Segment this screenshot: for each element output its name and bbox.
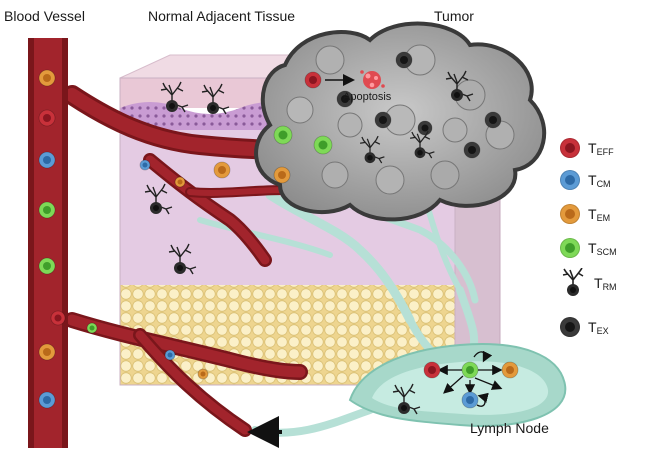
tumor-cell-ex-nucleus	[468, 146, 476, 154]
vessel-cell-scm-nucleus	[43, 206, 51, 214]
vessel-cell-eff-nucleus	[54, 314, 62, 322]
lymph-cell-em-nucleus	[506, 366, 514, 374]
tumor-cell-ex-nucleus	[421, 124, 429, 132]
tumor-cell-scm-nucleus	[318, 140, 328, 150]
resident-memory-cell	[445, 70, 474, 102]
lymph-cell-cm-nucleus	[466, 396, 474, 404]
legend-item-scm: TSCM	[560, 233, 617, 263]
cell-dot-icon	[560, 138, 580, 158]
tumor-cell-ex-nucleus	[379, 116, 387, 124]
tumor-cell-eff-nucleus	[309, 76, 317, 84]
legend-label: TEM	[588, 205, 611, 223]
tissue-cell-em-nucleus	[218, 166, 226, 174]
tissue-cell-em-nucleus	[278, 171, 286, 179]
resident-memory-cell	[392, 383, 421, 415]
tissue-cell-scm-nucleus	[278, 130, 288, 140]
legend-item-rm: TRM	[560, 268, 617, 298]
legend-item-eff: TEFF	[560, 133, 614, 163]
cell-dot-icon	[560, 238, 580, 258]
branch-cell-em-nucleus	[200, 371, 206, 377]
lymph-cell-eff-nucleus	[428, 366, 436, 374]
vessel-cell-cm-nucleus	[43, 156, 51, 164]
vessel-cell-em-nucleus	[43, 74, 51, 82]
vessel-cell-eff-nucleus	[43, 114, 51, 122]
tumor-cell-ex-nucleus	[489, 116, 497, 124]
legend-label: TSCM	[588, 239, 617, 257]
cell-dot-icon	[560, 317, 580, 337]
tumor-label: Tumor	[434, 8, 474, 24]
resident-memory-cell	[359, 135, 385, 164]
legend-item-cm: TCM	[560, 165, 611, 195]
cell-dot-icon	[560, 204, 580, 224]
blood-vessel-label: Blood Vessel	[4, 8, 85, 24]
cell-dot-icon	[560, 170, 580, 190]
tumor-cell-ex-nucleus	[400, 56, 408, 64]
legend-label: TRM	[594, 274, 617, 292]
resident-memory-cell-icon	[562, 268, 584, 296]
tumor-mass	[254, 21, 547, 222]
lymph-cell-scm-nucleus	[466, 366, 474, 374]
apoptotic-cell	[360, 70, 385, 89]
legend-label: TEX	[588, 318, 609, 336]
immune-cells	[38, 51, 519, 415]
vessel-cell-em-nucleus	[43, 348, 51, 356]
legend-label: TCM	[588, 171, 611, 189]
resident-memory-cell	[160, 81, 189, 113]
resident-memory-cell	[409, 130, 435, 159]
resident-memory-cell	[168, 243, 197, 275]
legend-item-ex: TEX	[560, 312, 609, 342]
vessel-cell-cm-nucleus	[43, 396, 51, 404]
legend-item-em: TEM	[560, 199, 610, 229]
lymph-node-label: Lymph Node	[470, 420, 549, 436]
tumor-cell-ex-nucleus	[341, 95, 349, 103]
resident-memory-cell	[144, 183, 173, 215]
resident-memory-cell	[201, 83, 230, 115]
normal-tissue-label: Normal Adjacent Tissue	[148, 8, 296, 24]
branch-cell-em-nucleus	[177, 179, 183, 185]
apoptosis-label: Apoptosis	[343, 91, 392, 103]
branch-cell-cm-nucleus	[142, 162, 148, 168]
lymph-node-arrows	[437, 350, 503, 407]
vessel-cell-scm-nucleus	[43, 262, 51, 270]
branch-cell-scm-nucleus	[89, 325, 95, 331]
branch-cell-cm-nucleus	[167, 352, 173, 358]
legend-label: TEFF	[588, 139, 614, 157]
